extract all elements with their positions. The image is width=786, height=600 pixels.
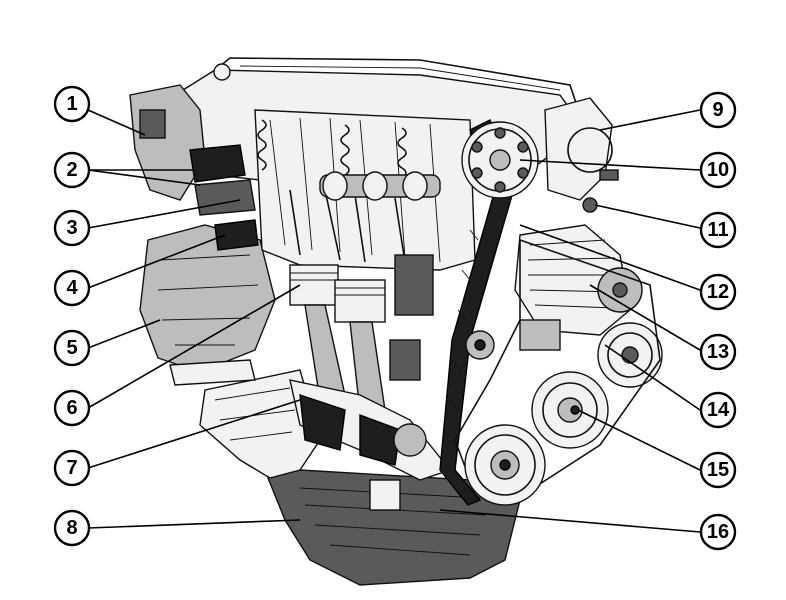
- crankshaft-pulley: [464, 424, 546, 506]
- leader-12: [519, 224, 701, 291]
- callout-15-label: 15: [707, 459, 729, 481]
- cam-sprocket: [461, 121, 539, 199]
- leader-4: [87, 234, 226, 289]
- callout-6-label: 6: [66, 397, 77, 419]
- callout-6: 6: [53, 389, 91, 427]
- callout-7: 7: [53, 449, 91, 487]
- leader-2b: [87, 169, 201, 186]
- callout-7-label: 7: [66, 457, 77, 479]
- callouts-left: 1 2 3 4 5 6 7 8: [53, 85, 91, 547]
- distributor: [544, 97, 619, 213]
- callout-16: 16: [699, 513, 737, 551]
- callout-10: 10: [699, 151, 737, 189]
- exhaust-manifold: [139, 224, 276, 373]
- engine-block: [199, 369, 321, 479]
- callout-8-label: 8: [66, 517, 77, 539]
- callout-1: 1: [53, 85, 91, 123]
- callout-11-label: 11: [707, 219, 728, 241]
- leader-16: [439, 509, 701, 533]
- pump-pulley: [531, 371, 609, 449]
- alternator: [514, 224, 643, 336]
- callouts-right: 9 10 11 12 13 14 15 16: [699, 91, 737, 551]
- callout-12-label: 12: [707, 281, 729, 303]
- callout-2-label: 2: [66, 159, 77, 181]
- leader-3: [87, 199, 241, 229]
- leader-7: [87, 399, 301, 469]
- callout-9-label: 9: [712, 99, 723, 121]
- leader-lines: [87, 109, 701, 533]
- leader-1: [87, 109, 146, 136]
- leader-6: [87, 284, 301, 409]
- callout-5-label: 5: [66, 337, 77, 359]
- callout-11: 11: [699, 211, 737, 249]
- callout-10-label: 10: [707, 159, 729, 181]
- oil-sump: [267, 469, 521, 586]
- leader-8: [87, 519, 301, 529]
- leader-14: [604, 344, 701, 411]
- leader-10: [519, 159, 701, 171]
- leader-9: [599, 109, 701, 131]
- callout-9: 9: [699, 91, 737, 129]
- callout-3: 3: [53, 209, 91, 247]
- callout-12: 12: [699, 273, 737, 311]
- leader-5: [87, 319, 161, 349]
- callout-13-label: 13: [707, 341, 729, 363]
- callout-2: 2: [53, 151, 91, 189]
- pistons: [289, 254, 434, 323]
- callout-14: 14: [699, 391, 737, 429]
- callout-16-label: 16: [707, 521, 729, 543]
- callout-4: 4: [53, 269, 91, 307]
- callout-14-label: 14: [707, 399, 730, 421]
- engine-illustration: [129, 57, 663, 586]
- intake-housing: [129, 84, 206, 201]
- leader-11: [594, 204, 701, 229]
- callout-1-label: 1: [66, 93, 77, 115]
- crankshaft: [289, 304, 452, 481]
- callout-5: 5: [53, 329, 91, 367]
- callout-13: 13: [699, 333, 737, 371]
- leader-13: [589, 284, 701, 351]
- callout-15: 15: [699, 451, 737, 489]
- callout-8: 8: [53, 509, 91, 547]
- callout-3-label: 3: [66, 217, 77, 239]
- callout-4-label: 4: [66, 277, 78, 299]
- leader-15: [577, 409, 701, 471]
